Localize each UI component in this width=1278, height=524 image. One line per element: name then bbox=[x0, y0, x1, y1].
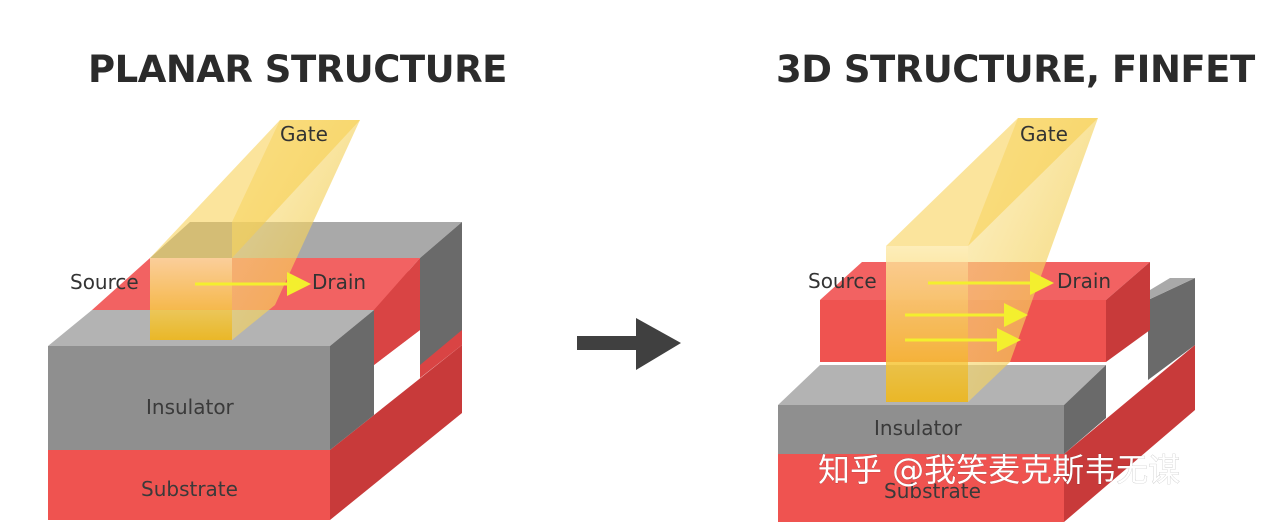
planar-substrate-side bbox=[330, 345, 462, 520]
planar-insulator-front bbox=[48, 346, 330, 450]
finfet-gate-label: Gate bbox=[1020, 122, 1068, 146]
watermark: 知乎 @我笑麦克斯韦无谋 bbox=[818, 451, 1180, 489]
finfet-gate-front bbox=[886, 246, 968, 402]
planar-substrate-label: Substrate bbox=[141, 477, 238, 501]
finfet-drain-label: Drain bbox=[1057, 269, 1111, 293]
finfet-back-block-top bbox=[1148, 278, 1195, 380]
planar-insulator-label: Insulator bbox=[146, 395, 235, 419]
finfet-back-block-cap bbox=[1148, 278, 1195, 300]
planar-title: PLANAR STRUCTURE bbox=[88, 48, 507, 91]
transition-arrow-icon bbox=[577, 318, 681, 370]
finfet-insulator-side bbox=[1064, 365, 1106, 454]
planar-gate-label: Gate bbox=[280, 122, 328, 146]
planar-source-label: Source bbox=[70, 270, 139, 294]
finfet-source-label: Source bbox=[808, 269, 877, 293]
finfet-gate-top bbox=[886, 118, 1098, 246]
planar-gate-top bbox=[150, 120, 360, 258]
finfet-structure: Gate Source Drain Insulator Substrate bbox=[778, 118, 1195, 522]
finfet-substrate-label: Substrate bbox=[884, 479, 981, 503]
planar-insulator-side bbox=[330, 310, 374, 450]
finfet-insulator-front bbox=[778, 405, 1064, 454]
finfet-insulator-label: Insulator bbox=[874, 416, 963, 440]
planar-substrate-front bbox=[48, 450, 330, 520]
planar-structure: Gate Source Drain Insulator Substrate bbox=[48, 120, 462, 520]
planar-channel-band-right bbox=[374, 258, 420, 365]
planar-gate-front bbox=[150, 258, 232, 340]
finfet-title: 3D STRUCTURE, FINFET bbox=[776, 48, 1255, 91]
finfet-fin-side bbox=[1106, 262, 1150, 362]
planar-back-block-side bbox=[420, 222, 462, 365]
planar-drain-label: Drain bbox=[312, 270, 366, 294]
finfet-substrate-side bbox=[1064, 345, 1195, 522]
finfet-substrate-front bbox=[778, 454, 1064, 522]
